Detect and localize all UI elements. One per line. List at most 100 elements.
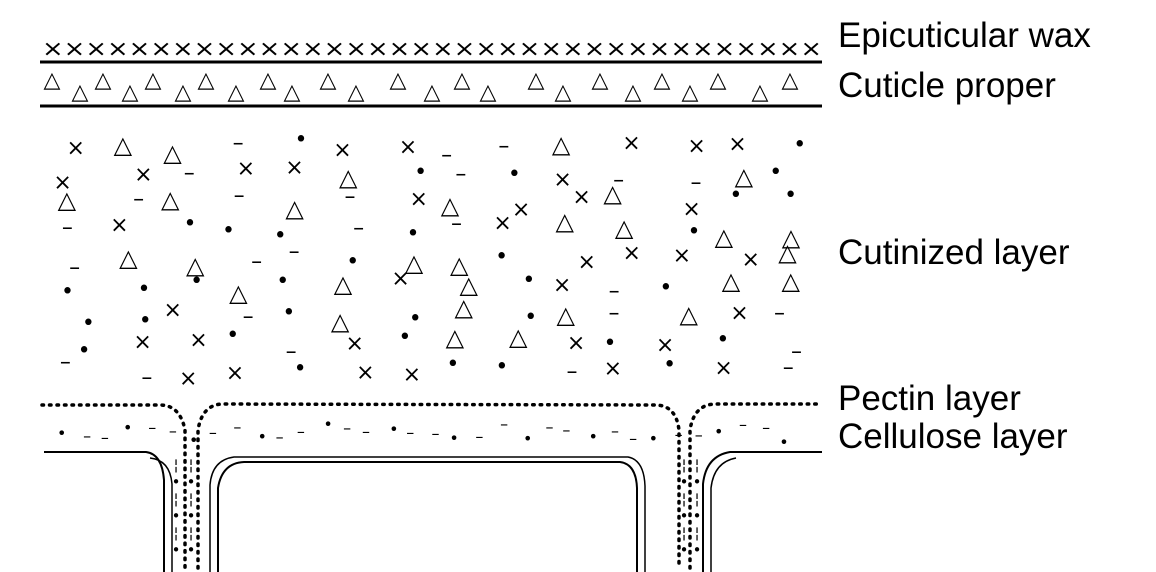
- cutinized-symbol: –: [774, 301, 785, 326]
- cutinized-symbol: △: [339, 163, 358, 191]
- cutinized-symbol: •: [716, 327, 729, 352]
- cutinized-symbol: •: [769, 160, 782, 185]
- cutinized-symbol: •: [414, 160, 427, 185]
- cutinized-layer-symbols: ×△△–•××––△×××•××–××△•–•×––△•△–△–△–×△××△×…: [53, 127, 806, 391]
- cutinized-symbol: –: [69, 255, 80, 280]
- cellulose-symbol: –: [343, 419, 351, 438]
- channel-symbol: •: [187, 507, 196, 525]
- cuticle-triangle-mark: △: [682, 80, 699, 105]
- cellulose-symbol: –: [297, 422, 305, 441]
- cutinized-symbol: •: [729, 183, 742, 208]
- cutinized-symbol: •: [295, 127, 308, 152]
- channel-symbol: •: [693, 473, 702, 491]
- cellulose-symbol: •: [523, 429, 532, 448]
- pectin-dotted-line: [40, 402, 824, 570]
- cutinized-symbol: ×: [553, 273, 571, 298]
- cutinized-symbol: ×: [226, 361, 244, 386]
- cutinized-symbol: –: [613, 168, 624, 193]
- cutinized-symbol: ×: [134, 162, 152, 187]
- cutinized-symbol: △: [285, 195, 304, 223]
- cutinized-symbol: –: [345, 184, 356, 209]
- cuticle-triangle-mark: △: [175, 80, 192, 105]
- cutinized-symbol: ×: [730, 301, 748, 326]
- cellulose-symbol: •: [589, 427, 598, 446]
- cutinized-symbol: •: [446, 352, 459, 377]
- channel-symbol: ¦: [173, 524, 178, 542]
- cutinized-symbol: △: [58, 186, 77, 214]
- cutinized-symbol: •: [524, 305, 537, 330]
- cuticle-triangle-mark: △: [198, 68, 215, 93]
- cellulose-symbol: •: [189, 430, 198, 449]
- cutinized-symbol: –: [234, 184, 245, 209]
- cutinized-symbol: •: [508, 162, 521, 187]
- cutinized-symbol: •: [688, 220, 701, 245]
- cuticle-triangle-mark: △: [320, 68, 337, 93]
- cutinized-symbol: •: [495, 245, 508, 270]
- label-cutinized-layer: Cutinized layer: [838, 233, 1070, 272]
- cutinized-symbol: –: [233, 131, 244, 156]
- cellulose-symbol: –: [500, 415, 508, 434]
- cutinized-symbol: –: [608, 301, 619, 326]
- cutinized-symbol: ×: [110, 213, 128, 238]
- cutinized-symbol: –: [141, 365, 152, 390]
- wax-mark-row: ××××××××××××××××××××××××××××××××××××: [42, 37, 822, 62]
- label-epicuticular-wax: Epicuticular wax: [838, 16, 1091, 55]
- epicuticular-wax-layer: ××××××××××××××××××××××××××××××××××××: [40, 37, 822, 64]
- cell-wall-line-a: [209, 456, 646, 572]
- cuticle-triangle-mark: △: [145, 68, 162, 93]
- cutinized-symbol: ×: [391, 266, 409, 291]
- cutinized-symbol: ×: [333, 138, 351, 163]
- cutinized-symbol: –: [62, 215, 73, 240]
- cuticle-triangle-mark: △: [348, 80, 365, 105]
- cutinized-symbol: •: [659, 276, 672, 301]
- cutinized-symbol: ×: [687, 134, 705, 159]
- cell-wall-line-c: [702, 451, 822, 572]
- cutinized-symbol: △: [446, 323, 465, 351]
- cuticle-triangle-mark: △: [592, 68, 609, 93]
- cutinized-symbol: △: [454, 293, 473, 321]
- cellulose-symbol: –: [629, 429, 637, 448]
- cellulose-symbol: •: [449, 429, 458, 448]
- channel-symbol: •: [680, 507, 689, 525]
- cutinized-symbol: ×: [409, 187, 427, 212]
- channel-symbol: •: [693, 507, 702, 525]
- cutinized-symbol: △: [680, 300, 699, 328]
- cuticle-triangle-mark: △: [752, 80, 769, 105]
- cellulose-symbol: –: [209, 423, 217, 442]
- cuticle-triangle-mark: △: [528, 68, 545, 93]
- channel-symbol: •: [187, 473, 196, 491]
- cutinized-symbol: •: [346, 250, 359, 275]
- cutinized-symbol: △: [715, 223, 734, 251]
- cutinized-symbol: •: [82, 311, 95, 336]
- cutinized-symbol: ×: [403, 363, 421, 388]
- cutinized-symbol: ×: [656, 333, 674, 358]
- cutinized-symbol: •: [495, 355, 508, 380]
- cellulose-layer: •––•––•––•––•––•––•––•––•––•––•––•¦•¦•¦•…: [44, 414, 822, 572]
- cellulose-symbol: –: [276, 428, 284, 447]
- cutinized-symbol: ×: [53, 171, 71, 196]
- cutinized-symbol: •: [409, 307, 422, 332]
- cellulose-symbol: •: [323, 414, 332, 433]
- cutinized-symbol: –: [455, 162, 466, 187]
- cellulose-symbol: –: [611, 421, 619, 440]
- cutinized-symbol: •: [398, 325, 411, 350]
- cellulose-symbol: •: [714, 422, 723, 441]
- cellulose-symbol: •: [123, 418, 132, 437]
- cellulose-symbol: –: [148, 418, 156, 437]
- cellulose-layer-symbols: •––•––•––•––•––•––•––•––•––•––•––•¦•¦•¦•…: [57, 414, 789, 559]
- cutinized-symbol: –: [498, 134, 509, 159]
- cell-wall-line-d: [710, 457, 737, 572]
- cellulose-symbol: –: [432, 424, 440, 443]
- cutinized-symbol: ×: [189, 328, 207, 353]
- cuticle-triangle-mark: △: [424, 80, 441, 105]
- cutinized-symbol: ×: [673, 244, 691, 269]
- cutinized-symbol: ×: [567, 331, 585, 356]
- cuticle-triangle-mark: △: [555, 80, 572, 105]
- cutinized-symbol: –: [286, 340, 297, 365]
- cutinized-symbol: △: [114, 131, 133, 159]
- cutinized-symbol: △: [186, 251, 205, 279]
- channel-symbol: ¦: [681, 456, 686, 474]
- cutinized-symbol: △: [405, 249, 424, 277]
- label-pectin-layer: Pectin layer: [838, 379, 1021, 418]
